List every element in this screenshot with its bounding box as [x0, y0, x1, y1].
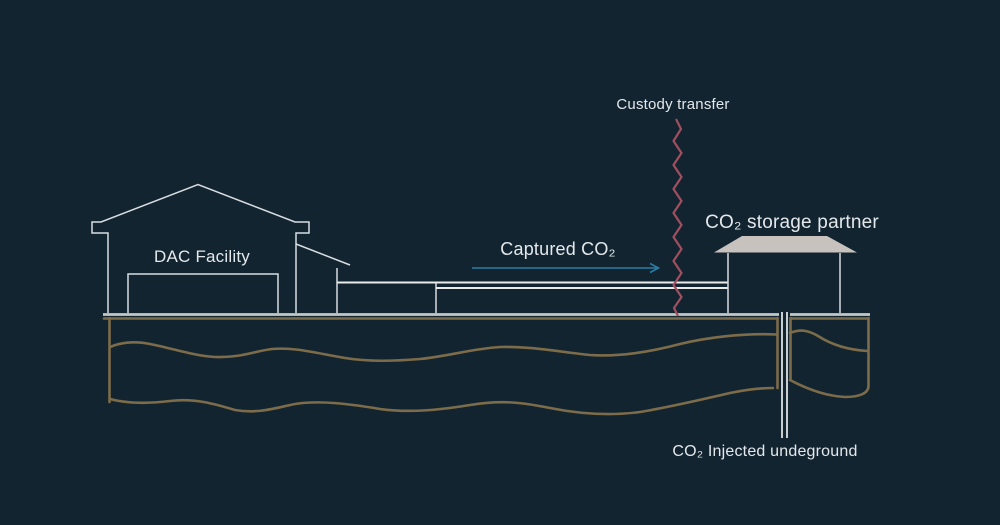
stratum-upper-left	[108, 332, 779, 363]
storage-partner-label: CO₂ storage partner	[705, 212, 879, 233]
stratum-lower-right	[788, 316, 870, 399]
dac-facility-building	[91, 183, 437, 313]
arrow-head	[649, 262, 661, 274]
zigzag-line	[672, 118, 683, 317]
co2-flow-arrow-icon	[472, 262, 661, 274]
underground-strata	[102, 316, 870, 416]
stratum-upper-right	[788, 329, 870, 353]
dac-house-outline	[91, 183, 310, 313]
custody-transfer-zigzag-icon	[672, 118, 683, 317]
injected-underground-label: CO₂ Injected undeground	[672, 443, 858, 460]
stratum-lower-left	[108, 386, 775, 416]
well-pipe-lines	[781, 312, 788, 438]
co2-pipeline	[337, 281, 728, 289]
storage-building-roof	[714, 236, 857, 253]
storage-partner-building	[714, 236, 857, 313]
dac-facility-label: DAC Facility	[154, 247, 250, 266]
dac-door-outline	[127, 273, 279, 313]
custody-transfer-label: Custody transfer	[616, 96, 730, 113]
captured-co2-label: Captured CO₂	[500, 239, 616, 259]
dac-leanto-roof	[295, 243, 351, 266]
injection-well-pipe	[781, 312, 788, 438]
